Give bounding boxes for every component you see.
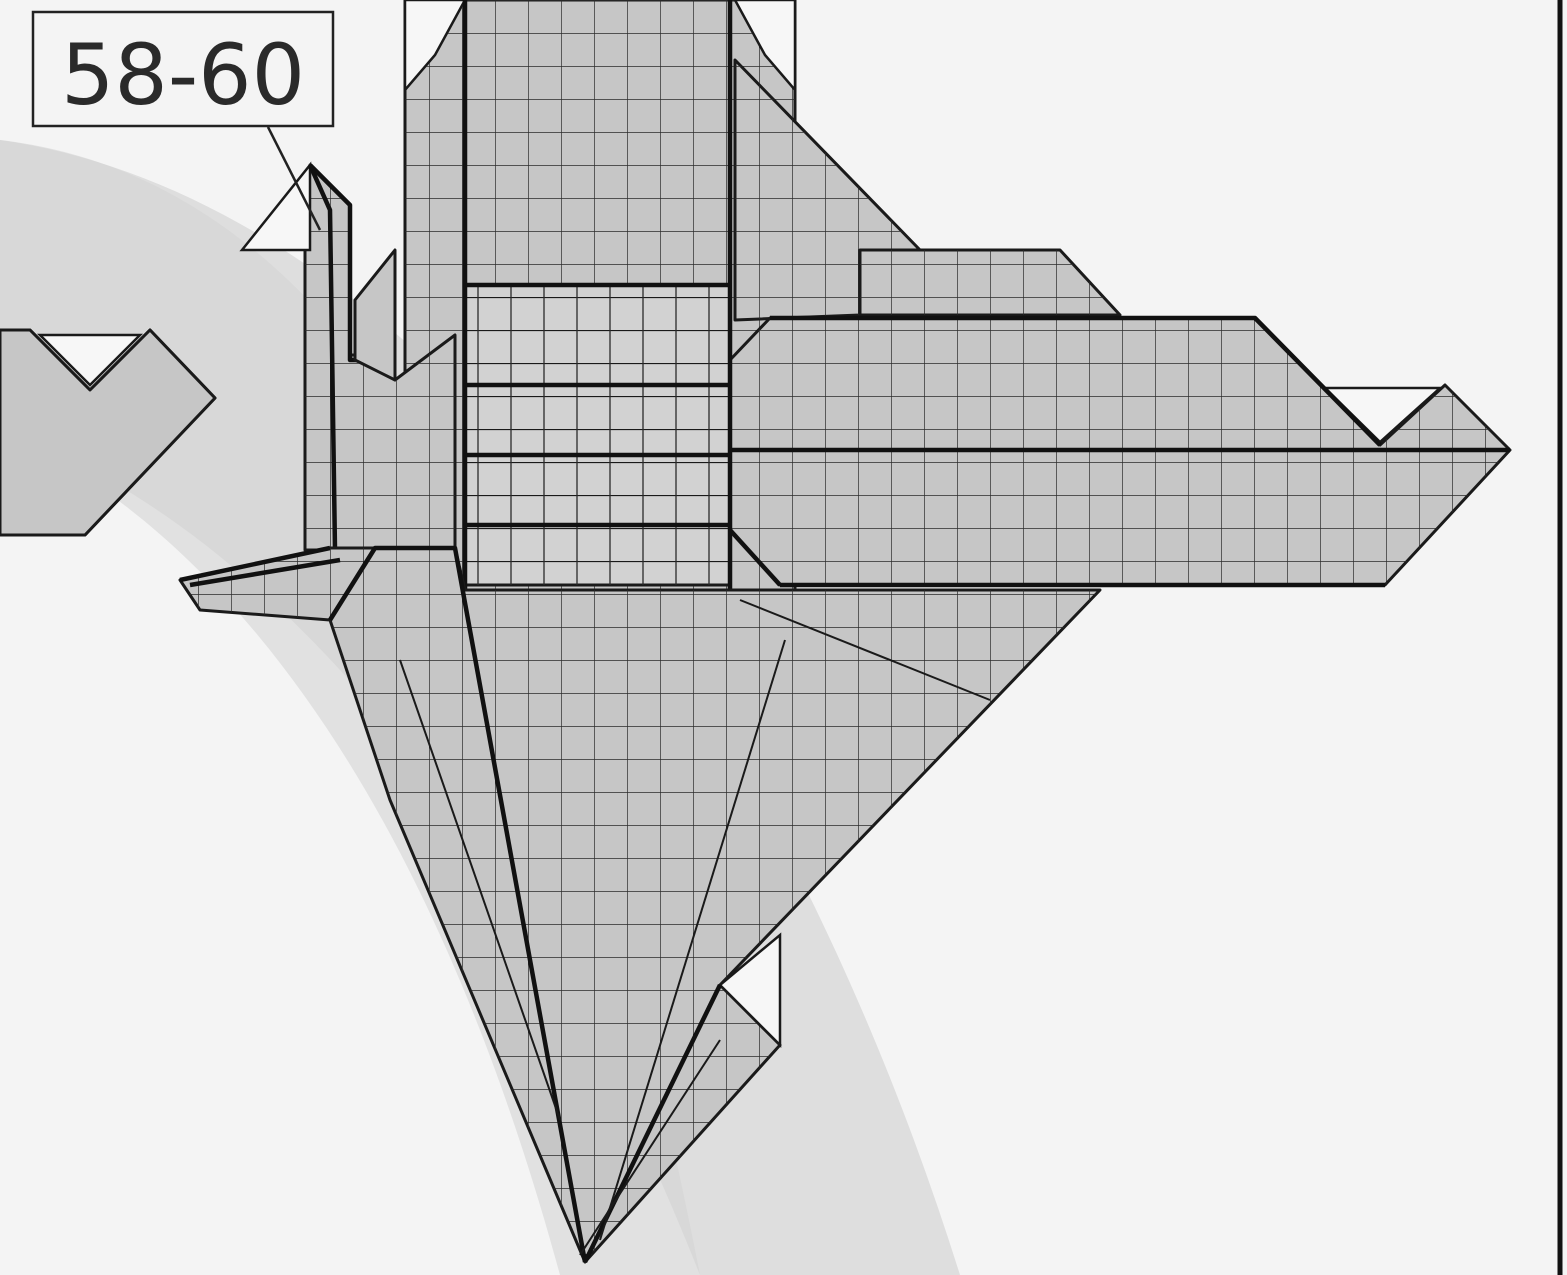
upper-horizontal-band [860,250,1120,315]
callout-label: 58-60 [61,26,305,124]
right-arm [730,318,1510,585]
step-callout: 58-60 [33,12,333,126]
